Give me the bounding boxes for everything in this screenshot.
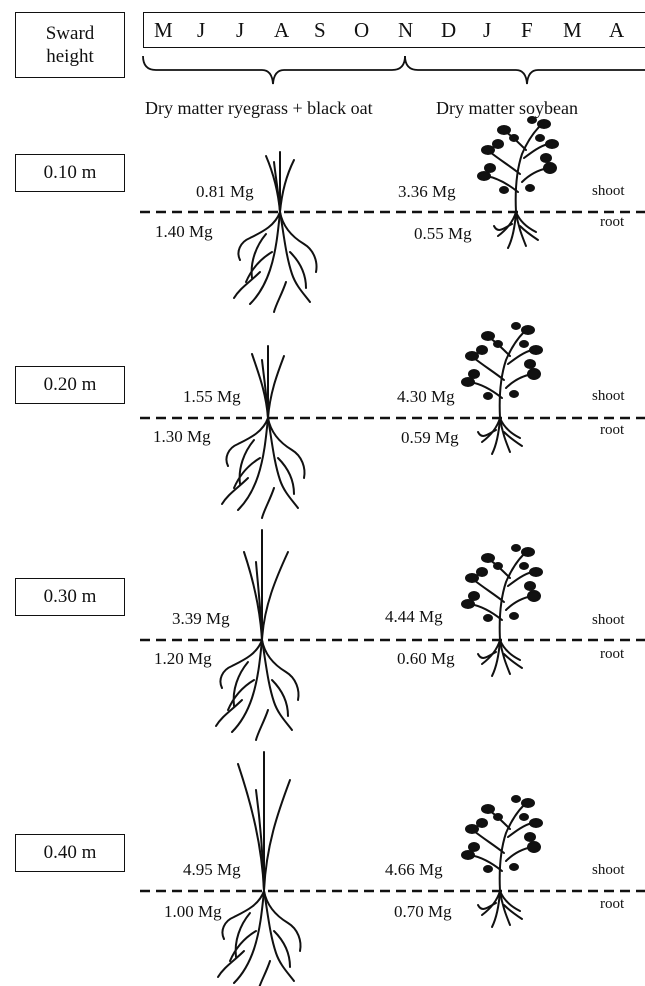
soybean-root-icon <box>478 891 522 927</box>
soybean-root-icon <box>494 212 538 248</box>
ryegrass-shoot-icon <box>252 346 284 418</box>
soybean-shoot-icon <box>462 796 542 891</box>
soybean-root-icon <box>478 418 522 454</box>
ryegrass-period-bracket <box>143 56 405 84</box>
ryegrass-shoot-icon <box>266 152 294 212</box>
soybean-shoot-icon <box>478 117 558 212</box>
soybean-period-bracket <box>405 56 645 84</box>
soybean-root-icon <box>478 640 522 676</box>
ryegrass-root-icon <box>218 891 301 986</box>
soybean-shoot-icon <box>462 323 542 418</box>
soybean-shoot-icon <box>462 545 542 640</box>
ryegrass-shoot-icon <box>244 530 288 640</box>
ryegrass-shoot-icon <box>238 752 290 891</box>
ryegrass-root-icon <box>216 640 299 740</box>
ryegrass-root-icon <box>222 418 305 518</box>
ryegrass-root-icon <box>234 212 317 312</box>
